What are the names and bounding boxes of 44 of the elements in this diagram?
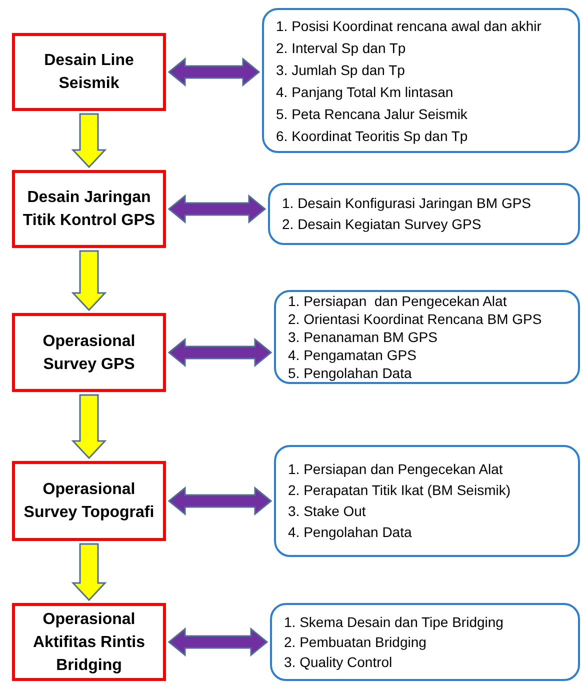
process-box: [12, 33, 166, 111]
block-arrow: [168, 627, 268, 657]
list-item: 3. Stake Out: [288, 502, 367, 521]
list-item: 1. Posisi Koordinat rencana awal dan akhir: [276, 16, 542, 36]
process-box: [12, 170, 166, 248]
step-title: Operasional Aktifitas Rintis Bridging: [32, 610, 146, 676]
list-item: 3. Quality Control: [284, 653, 394, 672]
list-item: 3. Jumlah Sp dan Tp: [276, 60, 406, 80]
list-item: 2. Desain Kegiatan Survey GPS: [282, 215, 482, 234]
step-title: Operasional Survey GPS: [42, 332, 136, 374]
list-item: 1. Persiapan dan Pengecekan Alat: [288, 460, 504, 479]
block-arrow: [168, 338, 272, 368]
detail-box: [274, 445, 580, 557]
step-title: Desain Line Seismik: [43, 51, 135, 94]
list-item: 2. Interval Sp dan Tp: [276, 38, 407, 58]
process-box: [12, 313, 166, 392]
list-item: 1. Desain Konfigurasi Jaringan BM GPS: [282, 194, 532, 213]
list-item: 4. Pengolahan Data: [288, 523, 413, 542]
block-arrow: [71, 394, 107, 460]
list-item: 4. Pengamatan GPS: [288, 346, 418, 364]
list-item: 2. Orientasi Koordinat Rencana BM GPS: [288, 310, 543, 328]
list-item: 1. Skema Desain dan Tipe Bridging: [284, 613, 504, 632]
list-item: 6. Koordinat Teoritis Sp dan Tp: [276, 126, 469, 146]
list-item: 2. Perapatan Titik Ikat (BM Seismik): [288, 481, 512, 500]
list-item: 1. Persiapan dan Pengecekan Alat: [288, 292, 508, 310]
list-item: 3. Penanaman BM GPS: [288, 328, 438, 346]
list-item: 4. Panjang Total Km lintasan: [276, 82, 454, 102]
block-arrow: [71, 250, 107, 312]
process-box: [12, 603, 166, 681]
step-title: Desain Jaringan Titik Kontrol GPS: [22, 188, 156, 231]
block-arrow: [168, 194, 266, 224]
block-arrow: [71, 543, 107, 602]
block-arrow: [168, 486, 272, 516]
block-arrow: [71, 113, 107, 168]
list-item: 2. Pembuatan Bridging: [284, 633, 428, 652]
list-item: 5. Peta Rencana Jalur Seismik: [276, 104, 468, 124]
detail-box: [268, 183, 580, 245]
detail-box: [262, 8, 580, 153]
detail-box: [270, 603, 580, 681]
block-arrow: [168, 57, 260, 87]
detail-box: [274, 290, 580, 384]
step-title: Operasional Survey Topografi: [22, 480, 156, 523]
list-item: 5. Pengolahan Data: [288, 364, 413, 382]
process-box: [12, 461, 166, 541]
